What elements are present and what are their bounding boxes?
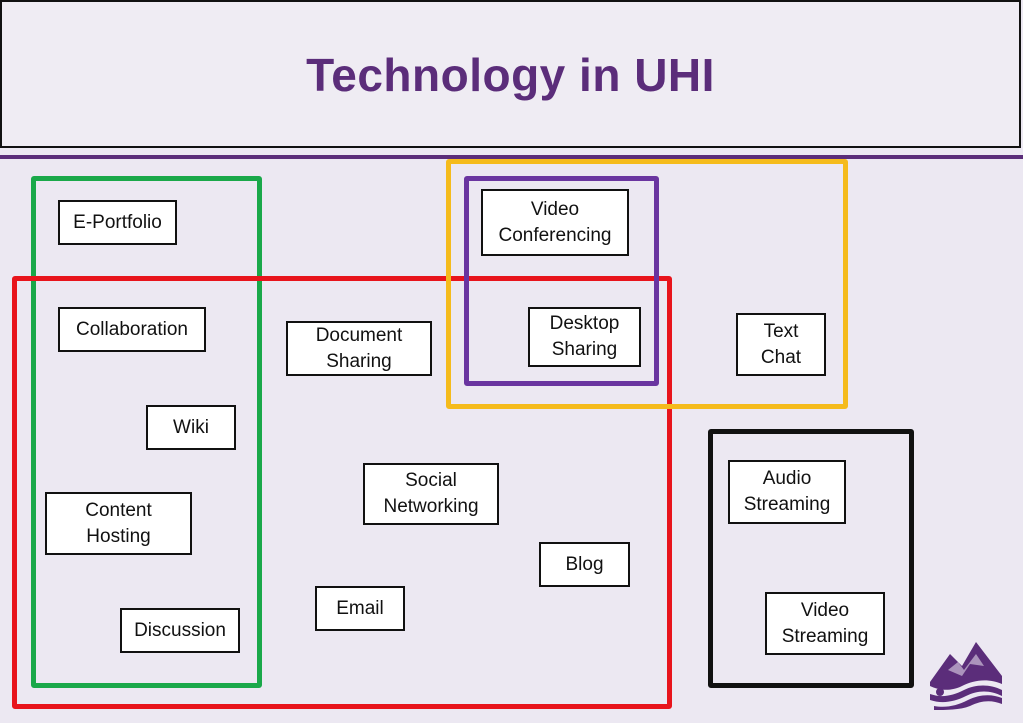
node-text-chat: Text Chat bbox=[736, 313, 826, 376]
node-content-hosting: Content Hosting bbox=[45, 492, 192, 555]
uhi-logo-icon bbox=[930, 642, 1002, 710]
group-red-outline bbox=[12, 276, 672, 709]
header-divider bbox=[0, 155, 1023, 159]
group-black-outline bbox=[708, 429, 914, 688]
node-audio-streaming: Audio Streaming bbox=[728, 460, 846, 524]
node-social-networking: Social Networking bbox=[363, 463, 499, 525]
node-e-portfolio: E-Portfolio bbox=[58, 200, 177, 245]
node-wiki: Wiki bbox=[146, 405, 236, 450]
node-video-conferencing: Video Conferencing bbox=[481, 189, 629, 256]
group-yellow-outline bbox=[446, 159, 848, 409]
group-green-outline bbox=[31, 176, 262, 688]
node-document-sharing: Document Sharing bbox=[286, 321, 432, 376]
group-purple-outline bbox=[464, 176, 659, 386]
slide-title: Technology in UHI bbox=[306, 49, 715, 101]
node-email: Email bbox=[315, 586, 405, 631]
node-discussion: Discussion bbox=[120, 608, 240, 653]
node-blog: Blog bbox=[539, 542, 630, 587]
node-desktop-sharing: Desktop Sharing bbox=[528, 307, 641, 367]
title-banner: Technology in UHI bbox=[0, 0, 1021, 148]
node-video-streaming: Video Streaming bbox=[765, 592, 885, 655]
node-collaboration: Collaboration bbox=[58, 307, 206, 352]
